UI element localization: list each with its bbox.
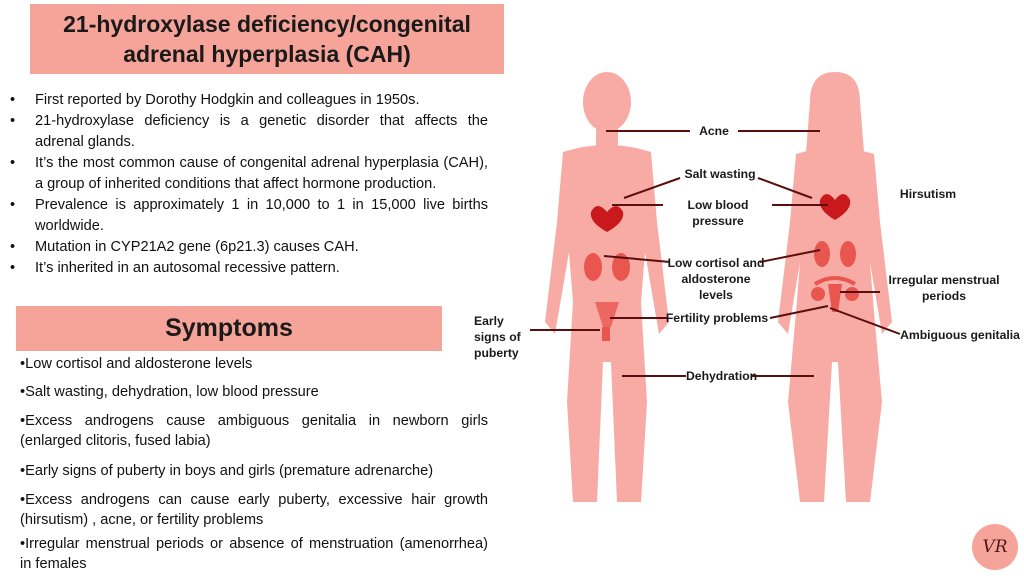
label-early-signs: Early signs of puberty bbox=[474, 314, 521, 360]
female-body-figure bbox=[770, 72, 900, 512]
male-body-figure bbox=[545, 72, 675, 512]
fact-item: 21-hydroxylase deficiency is a genetic d… bbox=[10, 111, 488, 153]
symptom-item: •Excess androgens cause ambiguous genita… bbox=[20, 413, 488, 449]
label-salt-wasting: Salt wasting bbox=[684, 167, 756, 181]
fact-item: It’s inherited in an autosomal recessive… bbox=[10, 258, 488, 279]
label-low-cortisol: Low cortisol and aldosterone levels bbox=[667, 256, 765, 302]
vr-logo: VR bbox=[972, 524, 1018, 570]
label-hirsutism: Hirsutism bbox=[899, 187, 957, 201]
symptom-item: •Salt wasting, dehydration, low blood pr… bbox=[20, 384, 319, 400]
symptom-item: •Excess androgens can cause early pubert… bbox=[20, 492, 488, 528]
symptom-item: •Irregular menstrual periods or absence … bbox=[20, 536, 488, 572]
label-dehydration: Dehydration bbox=[686, 369, 758, 383]
symptoms-heading: Symptoms bbox=[16, 306, 442, 351]
facts-list: First reported by Dorothy Hodgkin and co… bbox=[10, 90, 488, 279]
label-low-blood-pressure: Low blood pressure bbox=[687, 198, 749, 228]
symptom-item: •Low cortisol and aldosterone levels bbox=[20, 356, 253, 372]
fact-item: It’s the most common cause of congenital… bbox=[10, 153, 488, 195]
label-acne: Acne bbox=[699, 124, 729, 138]
symptom-item: •Early signs of puberty in boys and girl… bbox=[20, 463, 434, 479]
label-ambiguous-genitalia: Ambiguous genitalia bbox=[900, 328, 1020, 342]
label-fertility-problems: Fertility problems bbox=[665, 311, 769, 325]
fact-item: Mutation in CYP21A2 gene (6p21.3) causes… bbox=[10, 237, 488, 258]
fact-item: First reported by Dorothy Hodgkin and co… bbox=[10, 90, 488, 111]
label-irregular-periods: Irregular menstrual periods bbox=[888, 273, 1000, 303]
page-title: 21-hydroxylase deficiency/congenital adr… bbox=[30, 4, 504, 74]
fact-item: Prevalence is approximately 1 in 10,000 … bbox=[10, 195, 488, 237]
